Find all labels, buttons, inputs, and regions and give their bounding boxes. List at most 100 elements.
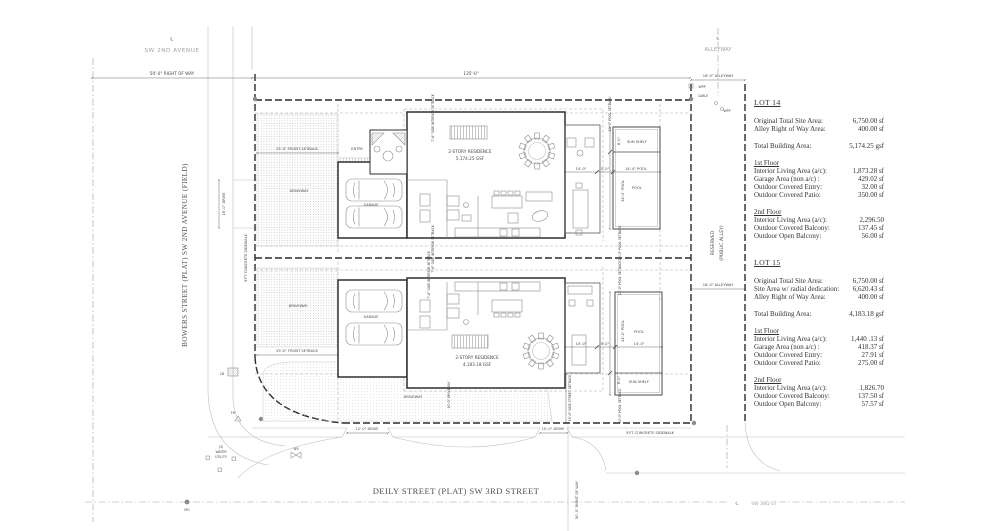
lot15-garage-label: GARAGE bbox=[363, 315, 379, 319]
lot14-driveway-hatch bbox=[256, 113, 339, 247]
row-label: Alley Right of Way Area: bbox=[754, 293, 826, 301]
lot14-dim-5: 5'-0" bbox=[601, 167, 610, 171]
table-row: Alley Right of Way Area: 400.00 sf bbox=[754, 293, 884, 301]
lot15-stairs bbox=[451, 334, 489, 349]
lot15-patio-sofa bbox=[567, 285, 593, 295]
table-row: Site Area w/ radial dedication: 6,620.43… bbox=[754, 285, 884, 293]
row-value: 137.45 sf bbox=[857, 224, 884, 232]
centerline-symbol-alley: ℄ bbox=[717, 36, 720, 42]
row-value: 275.00 sf bbox=[857, 359, 884, 367]
row-label: Outdoor Open Balcony: bbox=[754, 232, 822, 240]
plan-labels: ℄ SW 2ND AVENUE 50'-0" RIGHT OF WAY 135'… bbox=[144, 36, 777, 519]
symbol-cable: CABLE bbox=[698, 94, 708, 98]
dim-alleyway-mid: 16'-0" ALLEYWAY bbox=[703, 283, 734, 287]
row-value: 5,174.25 gsf bbox=[849, 142, 884, 150]
row-label: Outdoor Covered Entry: bbox=[754, 351, 823, 359]
lot15-driveway-hatch bbox=[256, 267, 339, 348]
lot15-floor2-title: 2nd Floor bbox=[754, 376, 782, 384]
table-row: Outdoor Open Balcony: 57.57 sf bbox=[754, 400, 884, 408]
lot14-pool-setback-top: 10'-0" POOL SETBACK bbox=[608, 96, 612, 132]
table-row: Interior Living Area (a/c): 1,873.28 sf bbox=[754, 167, 884, 175]
lot14-shelf-dim: 8'-0" bbox=[617, 136, 621, 145]
row-label: Outdoor Covered Patio: bbox=[754, 191, 821, 199]
lot14-front-setback: 25'-0" FRONT SETBACK bbox=[276, 147, 318, 151]
lot15-side-street-setback: 15'-0" SIDE STREET SETBACK bbox=[568, 374, 572, 422]
centerline-symbol: ℄ bbox=[170, 37, 174, 43]
table-row: Original Total Site Area: 6,750.00 sf bbox=[754, 277, 884, 285]
fire-hydrant-symbol bbox=[234, 415, 242, 422]
lot15-kitchen-island bbox=[491, 299, 523, 313]
lot15-dim-5: 5'-0" bbox=[601, 342, 610, 346]
row-label: Total Building Area: bbox=[754, 142, 812, 150]
lot14-pool-label: POOL bbox=[632, 186, 642, 190]
lot14-floor1-title: 1st Floor bbox=[754, 159, 780, 167]
row-label: Original Total Site Area: bbox=[754, 277, 823, 285]
lot14-area-table: LOT 14 Original Total Site Area: 6,750.0… bbox=[754, 99, 884, 241]
dim-drive-12: 12'-0" DRIVE bbox=[356, 427, 380, 431]
lot14-garage-label: GARAGE bbox=[363, 203, 379, 207]
row-label: Outdoor Open Balcony: bbox=[754, 400, 822, 408]
table-row: Outdoor Covered Patio: 275.00 sf bbox=[754, 359, 884, 367]
dimension-lines bbox=[90, 76, 747, 435]
lot15-driveway-width-dim: 10'-0" DRIVEWAY bbox=[447, 381, 451, 408]
table-row: Outdoor Covered Entry: 27.91 sf bbox=[754, 351, 884, 359]
lot15-pool bbox=[614, 291, 663, 396]
row-value: 32.00 sf bbox=[861, 183, 884, 191]
street-label-alleyway: ALLEYWAY bbox=[705, 47, 733, 53]
alley-reserved-label-1: RESERVED bbox=[710, 230, 716, 255]
row-value: 6,620.43 sf bbox=[852, 285, 884, 293]
row-value: 2,296.50 bbox=[859, 216, 885, 224]
label-sidewalk-south: 5'FT CONCRETE SIDEWALK bbox=[626, 431, 675, 435]
dim-site-width: 135'-0" bbox=[463, 71, 478, 76]
symbol-wpp-1: WPP bbox=[699, 85, 706, 89]
lot15-plan-group bbox=[256, 267, 663, 422]
lot15-driveway-label-upper: DRIVEWAY bbox=[289, 304, 309, 308]
row-label: Site Area w/ radial dedication: bbox=[754, 285, 840, 293]
row-value: 56.00 sf bbox=[861, 232, 884, 240]
row-value: 1,440 .13 sf bbox=[850, 335, 884, 343]
lot14-stairs bbox=[449, 125, 488, 140]
street-label-sw-3rd: SW 3RD ST bbox=[751, 501, 777, 507]
lot14-pool-width-dim: 14'-0" POOL bbox=[625, 167, 647, 171]
lot14-patio-table bbox=[572, 189, 589, 229]
lot14-entry-label: ENTRY bbox=[351, 147, 363, 151]
survey-markers bbox=[184, 96, 697, 505]
row-value: 350.00 sf bbox=[857, 191, 884, 199]
row-value: 400.00 sf bbox=[857, 293, 884, 301]
catch-basin-symbol bbox=[227, 367, 239, 377]
row-label: Interior Living Area (a/c): bbox=[754, 384, 827, 392]
dim-right-of-way-top: 50'-0" RIGHT OF WAY bbox=[150, 71, 195, 76]
street-label-deily: DEILY STREET (PLAT) SW 3RD STREET bbox=[373, 486, 540, 496]
lot14-sun-shelf-label: SUN SHELF bbox=[627, 140, 647, 144]
table-row-total: Total Building Area: 5,174.25 gsf bbox=[754, 142, 884, 150]
lot15-pool-length-dim: 24'-0" POOL bbox=[621, 320, 625, 342]
lot15-area-table: LOT 15 Original Total Site Area: 6,750.0… bbox=[754, 259, 884, 409]
lot15-pool-width-dim: 14'-0" bbox=[634, 342, 645, 346]
lot15-shelf-dim: 8'-0" bbox=[617, 375, 621, 384]
row-label: Total Building Area: bbox=[754, 310, 812, 318]
lot15-pool-label: POOL bbox=[634, 330, 644, 334]
lot14-residence-label: 2-STORY RESIDENCE bbox=[448, 149, 492, 154]
symbol-fh: FH bbox=[231, 411, 236, 415]
label-water-utility-3: UTILITY bbox=[215, 455, 227, 459]
row-value: 1,826.70 bbox=[859, 384, 885, 392]
row-label: Garage Area (non a/c) : bbox=[754, 175, 820, 183]
symbol-wv: WV bbox=[293, 447, 299, 451]
row-label: Interior Living Area (a/c): bbox=[754, 167, 827, 175]
lot15-dim-10: 10'-0" bbox=[576, 342, 587, 346]
row-label: Interior Living Area (a/c): bbox=[754, 216, 827, 224]
row-value: 6,750.00 sf bbox=[852, 117, 884, 125]
lot14-gsf-label: 5,174.25 GSF bbox=[456, 156, 485, 161]
lot14-plan-group bbox=[256, 111, 661, 247]
table-row: Interior Living Area (a/c): 2,296.50 bbox=[754, 216, 884, 224]
row-label: Garage Area (non a/c) : bbox=[754, 343, 820, 351]
lot14-kitchen-island bbox=[491, 195, 523, 209]
label-water-utility-1: (3) bbox=[219, 445, 224, 449]
table-row: Interior Living Area (a/c): 1,826.70 bbox=[754, 384, 884, 392]
lot15-residence-label: 2-STORY RESIDENCE bbox=[455, 355, 499, 360]
dim-drive-16: 16'-0" DRIVE bbox=[222, 192, 226, 216]
table-row-total: Total Building Area: 4,183.18 gsf bbox=[754, 310, 884, 318]
lot14-floor2-title: 2nd Floor bbox=[754, 208, 782, 216]
dim-drive-10: 10'-0" DRIVE bbox=[542, 427, 566, 431]
